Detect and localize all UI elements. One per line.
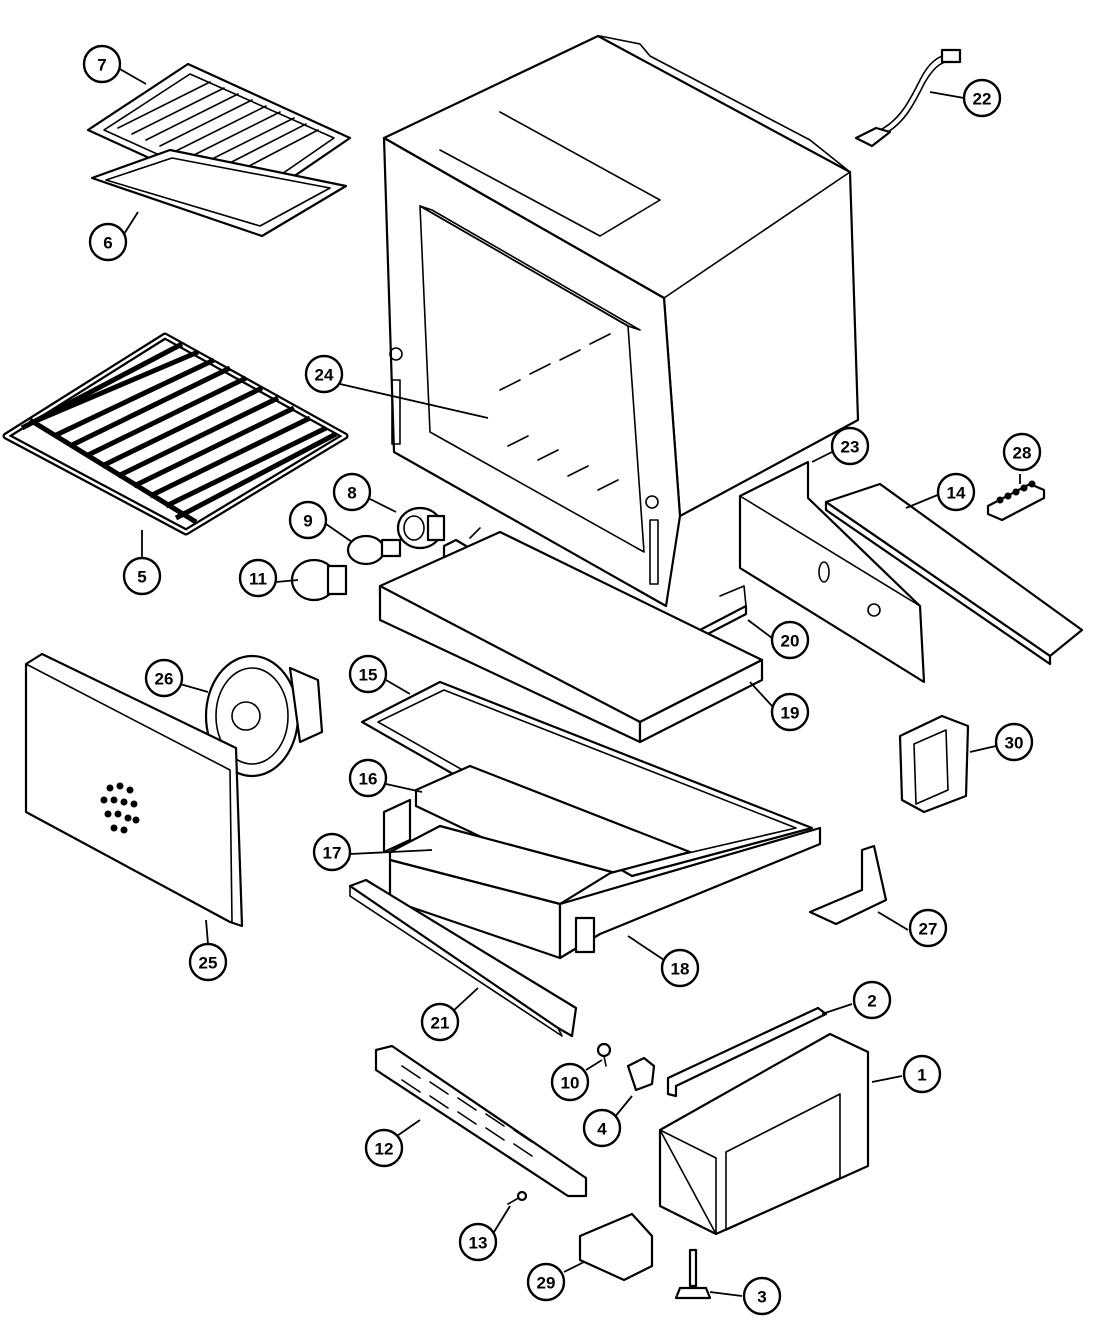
terminal-block-part	[986, 480, 1046, 522]
wire-harness-part	[854, 48, 962, 148]
svg-text:18: 18	[671, 960, 690, 979]
svg-text:24: 24	[315, 366, 334, 385]
callout-1: 1	[902, 1054, 942, 1094]
callout-11: 11	[238, 558, 278, 598]
svg-text:6: 6	[103, 234, 112, 253]
svg-text:23: 23	[841, 438, 860, 457]
callout-29: 29	[526, 1262, 566, 1302]
svg-text:20: 20	[781, 632, 800, 651]
svg-text:27: 27	[919, 920, 938, 939]
callout-7: 7	[82, 44, 122, 84]
svg-text:26: 26	[155, 670, 174, 689]
callout-10: 10	[550, 1062, 590, 1102]
broiler-pan-part	[90, 148, 348, 238]
svg-text:29: 29	[537, 1274, 556, 1293]
callout-2: 2	[852, 980, 892, 1020]
bottom-tray-part	[388, 826, 822, 960]
leveling-leg-part	[674, 1248, 712, 1300]
light-cover-part	[290, 558, 348, 602]
callout-14: 14	[936, 472, 976, 512]
callout-4: 4	[582, 1108, 622, 1148]
callout-25: 25	[188, 942, 228, 982]
duct-bracket-part	[898, 714, 970, 814]
callout-19: 19	[770, 692, 810, 732]
callout-20: 20	[770, 620, 810, 660]
bottom-panel-part	[414, 764, 692, 884]
svg-text:4: 4	[597, 1120, 607, 1139]
front-trim-part	[348, 878, 578, 1038]
svg-text:15: 15	[359, 666, 378, 685]
svg-text:16: 16	[359, 770, 378, 789]
svg-text:3: 3	[757, 1288, 766, 1307]
svg-text:13: 13	[469, 1234, 488, 1253]
kick-plate-part	[374, 1044, 588, 1198]
callout-24: 24	[304, 354, 344, 394]
callout-26: 26	[144, 658, 184, 698]
callout-9: 9	[288, 500, 328, 540]
svg-text:7: 7	[97, 56, 106, 75]
insulation-block-part	[378, 530, 764, 744]
angle-bracket-part	[808, 844, 888, 926]
callout-16: 16	[348, 758, 388, 798]
callout-3: 3	[742, 1276, 782, 1316]
bottom-insulation-part	[382, 798, 614, 906]
svg-text:14: 14	[947, 484, 966, 503]
drawer-rail-part	[666, 1006, 828, 1098]
screw-part	[596, 1042, 612, 1067]
callout-6: 6	[88, 222, 128, 262]
callouts: 7 6 5 24 22 8 9 11 23 28 14 20 26 15 19 …	[82, 44, 1042, 1316]
light-socket-part	[396, 506, 446, 550]
svg-text:10: 10	[561, 1074, 580, 1093]
clip-part	[626, 1056, 656, 1092]
callout-23: 23	[830, 426, 870, 466]
svg-text:5: 5	[137, 568, 146, 587]
svg-text:17: 17	[323, 844, 342, 863]
oven-rack-part	[2, 332, 349, 536]
mounting-screw-part	[507, 1190, 528, 1205]
svg-text:28: 28	[1013, 444, 1032, 463]
callout-15: 15	[348, 654, 388, 694]
callout-5: 5	[122, 556, 162, 596]
callout-8: 8	[332, 472, 372, 512]
svg-text:22: 22	[973, 90, 992, 109]
callout-28: 28	[1002, 432, 1042, 472]
svg-text:21: 21	[431, 1014, 450, 1033]
drawer-frame-part	[658, 1032, 870, 1236]
svg-text:9: 9	[303, 512, 312, 531]
callout-13: 13	[458, 1222, 498, 1262]
light-bulb-part	[346, 534, 402, 566]
svg-text:8: 8	[347, 484, 356, 503]
callout-30: 30	[994, 722, 1034, 762]
side-panel-part	[738, 460, 926, 684]
svg-text:25: 25	[199, 954, 218, 973]
callout-21: 21	[420, 1002, 460, 1042]
svg-text:1: 1	[917, 1066, 926, 1085]
callout-12: 12	[364, 1128, 404, 1168]
callout-17: 17	[312, 832, 352, 872]
svg-text:19: 19	[781, 704, 800, 723]
callout-18: 18	[660, 948, 700, 988]
callout-27: 27	[908, 908, 948, 948]
callout-22: 22	[962, 78, 1002, 118]
rear-panel-part	[24, 652, 244, 928]
svg-text:30: 30	[1005, 734, 1024, 753]
leader-lines	[117, 67, 1021, 1297]
oven-cavity-part	[382, 34, 860, 608]
corner-cover-part	[578, 1212, 654, 1282]
svg-text:2: 2	[867, 992, 876, 1011]
svg-text:12: 12	[375, 1140, 394, 1159]
svg-text:11: 11	[249, 570, 267, 589]
support-rail-part	[824, 482, 1084, 666]
